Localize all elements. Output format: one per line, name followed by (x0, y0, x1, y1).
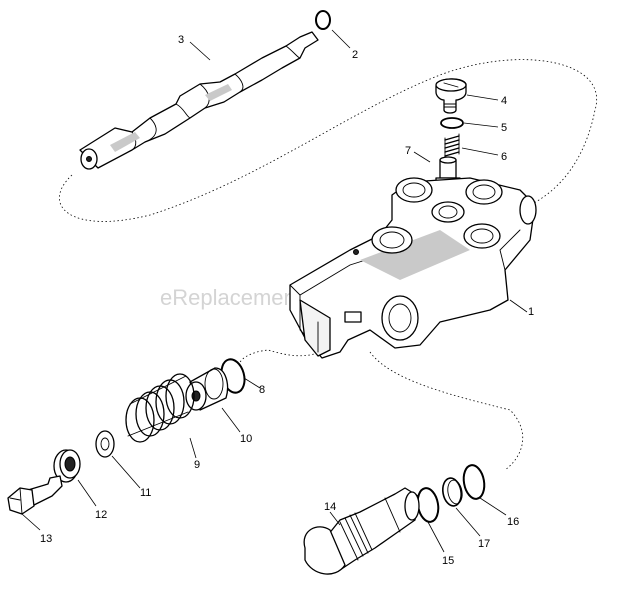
part-valve-body (289, 177, 537, 359)
callout-7: 7 (405, 145, 411, 157)
part-spring-seat (185, 367, 229, 411)
part-plug (435, 78, 467, 114)
callout-1: 1 (528, 306, 534, 318)
callout-13: 13 (40, 533, 52, 545)
part-cap (53, 449, 81, 483)
part-oring-16 (462, 464, 486, 500)
part-oring-17 (442, 477, 463, 507)
callout-17: 17 (478, 538, 490, 550)
callout-9: 9 (194, 459, 200, 471)
callout-5: 5 (501, 122, 507, 134)
callout-8: 8 (259, 384, 265, 396)
part-washer (95, 430, 115, 458)
callout-2: 2 (352, 49, 358, 61)
callout-15: 15 (442, 555, 454, 567)
part-bolt (7, 475, 63, 515)
callout-6: 6 (501, 151, 507, 163)
part-big-spring (125, 373, 195, 443)
callout-4: 4 (501, 95, 507, 107)
callout-12: 12 (95, 509, 107, 521)
callout-10: 10 (240, 433, 252, 445)
leader-lines (21, 29, 528, 553)
part-cartridge (303, 487, 420, 575)
callout-3: 3 (178, 34, 184, 46)
callout-labels: 1 2 3 4 5 6 7 8 9 10 11 12 13 14 15 16 1… (40, 34, 534, 567)
assembly-guide-lines (59, 59, 598, 471)
part-shaft (79, 31, 319, 170)
callout-16: 16 (507, 516, 519, 528)
part-oring-plug (440, 117, 464, 129)
part-small-spring (444, 133, 460, 159)
part-oring-small (315, 10, 331, 30)
callout-11: 11 (140, 487, 151, 499)
callout-14: 14 (324, 501, 336, 513)
